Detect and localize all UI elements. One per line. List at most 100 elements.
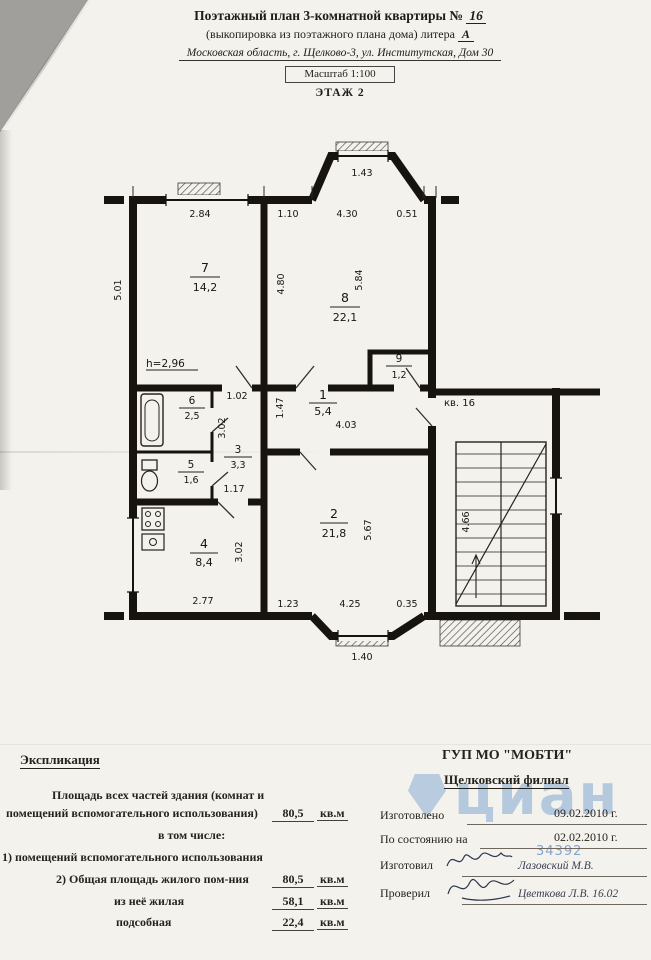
- hatched-balcony-slabs: [177, 141, 521, 647]
- floor-plan: 7 14,2 8 22,1 9 1,2 1 5,4 6 2,5 3 3,3 5 …: [104, 141, 600, 663]
- asof-date: 02.02.2010 г.: [554, 830, 618, 844]
- dim-top-1: 2.84: [189, 209, 210, 220]
- room-3-area: 3,3: [230, 460, 245, 471]
- dim-stair-height: 4.66: [461, 511, 472, 532]
- dim-corridor-opening: 1.17: [223, 484, 244, 495]
- room-2-number: 2: [330, 506, 338, 521]
- explication-heading: Экспликация: [20, 752, 100, 769]
- room-7-label: 7 14,2: [193, 260, 218, 294]
- dim-bottom-3: 0.35: [396, 599, 417, 610]
- room-8-area: 22,1: [333, 311, 358, 324]
- utility-area-value: 22,4: [272, 915, 314, 931]
- utility-area-label: подсобная: [116, 915, 172, 929]
- room-3-number: 3: [235, 444, 242, 456]
- room-1-number: 1: [319, 387, 327, 402]
- room-9-label: 9 1,2: [391, 353, 406, 381]
- living-area-label: из неё жилая: [114, 894, 185, 908]
- room-7-area: 14,2: [193, 281, 218, 294]
- explication-block: Экспликация Площадь всех частей здания (…: [0, 748, 368, 938]
- room-9-number: 9: [396, 353, 403, 365]
- dim-bottom-2: 4.25: [339, 599, 360, 610]
- ceiling-height-note: h=2,96: [146, 358, 185, 370]
- paper-crease: [0, 744, 651, 745]
- dim-kitchen-width: 2.77: [192, 596, 213, 607]
- organization-name: ГУП МО "МОБТИ": [442, 748, 573, 763]
- checker-label: Проверил: [380, 886, 430, 900]
- dim-top-3: 4.30: [336, 209, 357, 220]
- dim-left-wall: 5.01: [113, 279, 124, 300]
- bathtub-icon: [140, 393, 164, 447]
- litera-value: А: [457, 27, 474, 42]
- scale-box: Масштаб 1:100: [285, 66, 395, 83]
- toilet-icon: [140, 459, 159, 492]
- bti-stamp-block: ГУП МО "МОБТИ" Щелковский филиал Изготов…: [372, 740, 651, 940]
- dimension-ticks: [132, 186, 437, 198]
- made-underline: [467, 824, 647, 825]
- exterior-walls: [104, 152, 600, 640]
- room-1-label: 1 5,4: [314, 387, 332, 418]
- asof-underline: [480, 848, 647, 849]
- total-area-line-1: Площадь всех частей здания (комнат и: [52, 788, 265, 802]
- room-6-label: 6 2,5: [184, 395, 199, 422]
- dim-hall-width: 4.03: [335, 420, 356, 431]
- address-line: Московская область, г. Щелково-3, ул. Ин…: [150, 47, 530, 61]
- document-header: Поэтажный план 3-комнатной квартиры № 16…: [150, 8, 530, 99]
- room-7-number: 7: [201, 260, 209, 275]
- total-area-line-2: помещений вспомогательного использования…: [6, 806, 258, 820]
- room-3-label: 3 3,3: [230, 444, 245, 471]
- dim-hall-height: 1.47: [275, 397, 286, 418]
- including-label: в том числе:: [158, 828, 226, 842]
- room-6-number: 6: [189, 395, 196, 407]
- author-label: Изготовил: [380, 858, 434, 872]
- author-underline: [462, 876, 647, 877]
- room-9-area: 1,2: [391, 370, 406, 381]
- utility-area-unit: кв.м: [317, 915, 348, 930]
- apartment-door-label: кв. 16: [444, 398, 475, 409]
- author-signature: [446, 852, 513, 867]
- room-2-label: 2 21,8: [322, 506, 347, 540]
- living-total-unit: кв.м: [317, 872, 348, 887]
- checker-signature: [447, 879, 515, 901]
- dim-top-2: 1.10: [277, 209, 298, 220]
- dim-room2-height: 5.67: [363, 519, 374, 540]
- living-area-value: 58,1: [272, 894, 314, 910]
- door-leaves: [211, 365, 433, 519]
- room-4-number: 4: [200, 536, 208, 551]
- living-total-label: 2) Общая площадь жилого пом-ния: [56, 872, 249, 886]
- made-date: 09.02.2010 г.: [554, 806, 618, 820]
- total-area-value: 80,5: [272, 806, 314, 822]
- window-symbols: [127, 150, 562, 642]
- address-text: Московская область, г. Щелково-3, ул. Ин…: [178, 47, 502, 61]
- dim-corridor-height: 3.02: [217, 417, 228, 438]
- checker-name: Цветкова Л.В. 16.02: [518, 888, 619, 900]
- auxiliary-line: 1) помещений вспомогательного использова…: [2, 850, 263, 864]
- room-8-label: 8 22,1: [333, 290, 358, 324]
- dim-room8-mid: 5.84: [354, 269, 365, 290]
- staircase: [455, 441, 547, 607]
- room-8-number: 8: [341, 290, 349, 305]
- room-4-label: 4 8,4: [195, 536, 213, 569]
- title-text: Поэтажный план 3-комнатной квартиры №: [194, 8, 463, 23]
- floor-label: ЭТАЖ 2: [315, 87, 365, 99]
- room-1-area: 5,4: [314, 405, 332, 418]
- document-title: Поэтажный план 3-комнатной квартиры № 16: [150, 8, 530, 24]
- dim-hall-opening: 1.02: [226, 391, 247, 402]
- dim-bottom-1: 1.23: [277, 599, 298, 610]
- stove-icon: [141, 507, 165, 551]
- room-4-area: 8,4: [195, 556, 213, 569]
- document-subtitle: (выкопировка из поэтажного плана дома) л…: [150, 27, 530, 42]
- room-label-rules: [146, 276, 412, 554]
- checker-underline: [462, 904, 647, 905]
- apartment-number: 16: [466, 8, 486, 24]
- dim-kitchen-height: 3.02: [234, 541, 245, 562]
- dim-bay-top: 1.43: [351, 168, 372, 179]
- dim-room8-left: 4.80: [276, 273, 287, 294]
- room-6-area: 2,5: [184, 411, 199, 422]
- subtitle-text: (выкопировка из поэтажного плана дома) л…: [206, 27, 455, 41]
- room-5-label: 5 1,6: [183, 459, 198, 486]
- branch-name: Щелковский филиал: [444, 772, 569, 789]
- living-area-unit: кв.м: [317, 894, 348, 909]
- left-edge-shadow: [0, 130, 12, 490]
- author-name: Лазовский М.В.: [518, 860, 594, 872]
